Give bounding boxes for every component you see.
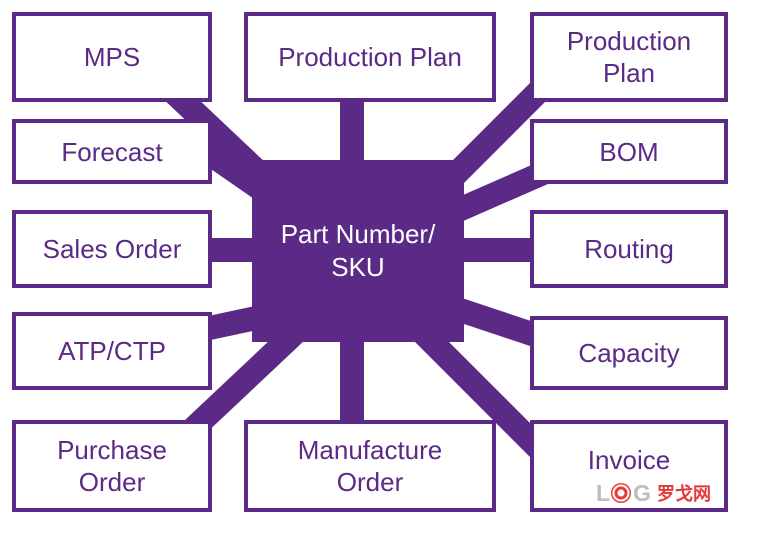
box-label: Production Plan [566,26,692,88]
box-production-plan-top: Production Plan [244,12,496,102]
box-invoice: Invoice [530,420,728,512]
box-manufacture-order: Manufacture Order [244,420,496,512]
box-label: BOM [599,136,659,167]
box-capacity: Capacity [530,316,728,390]
box-bom: BOM [530,119,728,184]
box-label: Capacity [578,338,680,368]
box-label: Invoice [587,445,671,475]
box-sales-order: Sales Order [12,210,212,288]
box-label: MPS [83,42,141,72]
hub-part-number-sku: Part Number/ SKU [252,160,464,342]
box-label: Forecast [61,136,163,167]
box-routing: Routing [530,210,728,288]
box-atp-ctp: ATP/CTP [12,312,212,390]
box-label: ATP/CTP [58,336,166,366]
box-label: Sales Order [42,234,182,264]
box-production-plan-right: Production Plan [530,12,728,102]
box-forecast: Forecast [12,119,212,184]
box-purchase-order: Purchase Order [12,420,212,512]
hub-label: Part Number/ SKU [280,219,436,282]
box-label: Production Plan [278,42,462,72]
box-label: Purchase Order [57,435,167,497]
box-mps: MPS [12,12,212,102]
box-label: Manufacture Order [297,435,443,497]
box-label: Routing [584,234,674,264]
